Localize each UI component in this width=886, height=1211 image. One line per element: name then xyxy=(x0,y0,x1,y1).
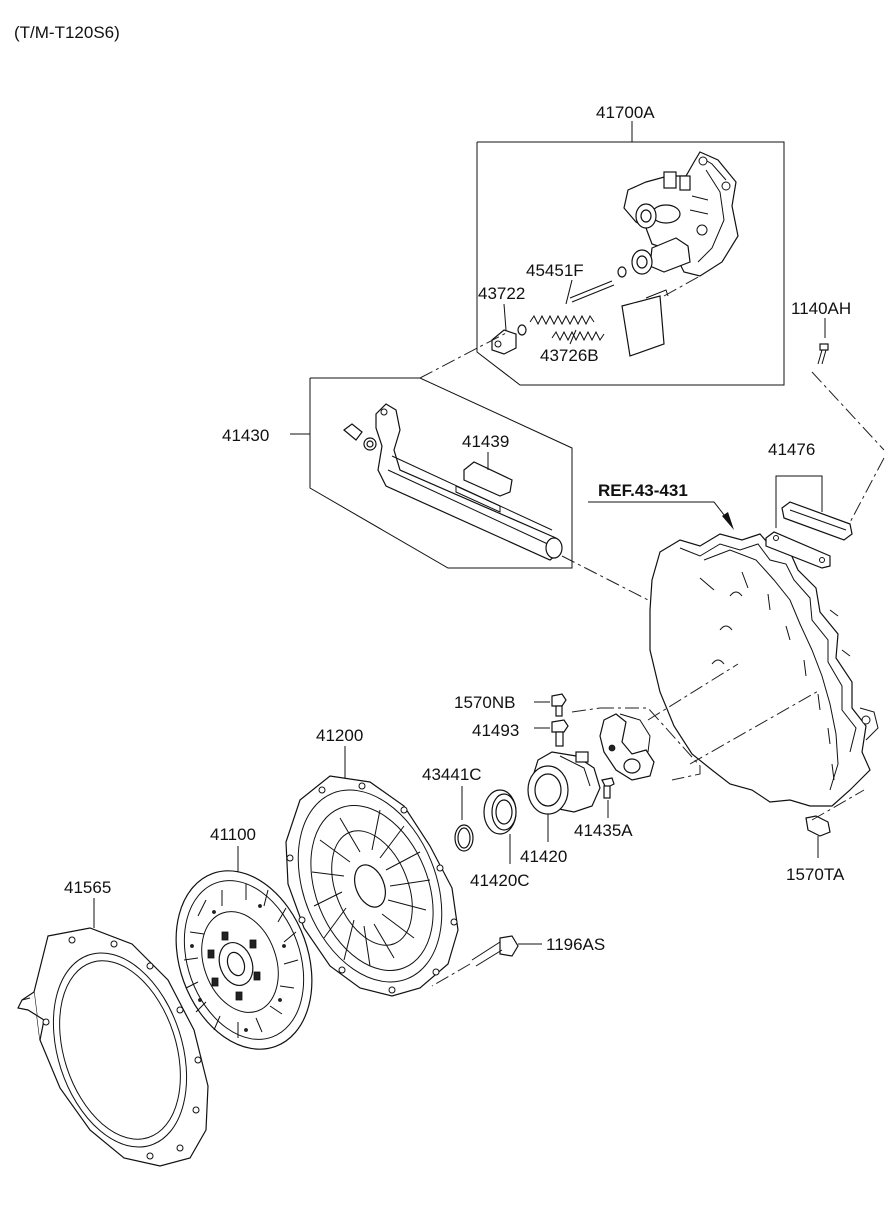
bearing-ring-41420C xyxy=(483,789,517,835)
bolt-1196AS xyxy=(471,935,519,967)
callout-41100: 41100 xyxy=(210,825,256,844)
callout-1570NB: 1570NB xyxy=(454,693,515,712)
fitting-1570TA xyxy=(805,815,831,837)
callout-41700A: 41700A xyxy=(596,103,655,122)
callout-45451F: 45451F xyxy=(526,261,584,280)
bolt-41493 xyxy=(551,719,569,747)
release-cylinder-assembly xyxy=(491,151,739,357)
callout-41420: 41420 xyxy=(520,847,567,866)
callout-41420C: 41420C xyxy=(470,871,530,890)
diagram-title: (T/M-T120S6) xyxy=(14,23,120,42)
clutch-disc-41100 xyxy=(175,870,313,1050)
callout-41565: 41565 xyxy=(64,878,111,897)
callout-41439: 41439 xyxy=(462,432,509,451)
group-box-41700A xyxy=(476,121,785,386)
callout-41200: 41200 xyxy=(316,726,363,745)
callout-41493: 41493 xyxy=(472,721,519,740)
bolt-41435A xyxy=(601,777,615,799)
callout-43726B: 43726B xyxy=(540,346,599,365)
callout-ref-43-431: REF.43-431 xyxy=(598,481,688,500)
release-bearing-41420 xyxy=(527,751,601,815)
release-fork xyxy=(599,713,655,781)
callout-1196AS: 1196AS xyxy=(546,935,605,954)
snap-ring-43441C xyxy=(454,824,474,852)
transmission-housing xyxy=(649,533,879,807)
clutch-cover-41200 xyxy=(285,775,459,997)
callout-41435A: 41435A xyxy=(574,821,633,840)
bolt-1140AH xyxy=(817,343,829,365)
callout-43722: 43722 xyxy=(478,284,525,303)
bolt-1570NB xyxy=(551,693,567,717)
callout-43441C: 43441C xyxy=(422,765,482,784)
callout-1140AH: 1140AH xyxy=(791,299,851,318)
flywheel-housing-41565 xyxy=(17,927,209,1167)
callout-1570TA: 1570TA xyxy=(786,865,845,884)
callout-41430: 41430 xyxy=(222,426,269,445)
callout-41476: 41476 xyxy=(768,440,815,459)
gasket-41476 xyxy=(765,501,853,569)
release-fork-shaft xyxy=(343,403,563,561)
